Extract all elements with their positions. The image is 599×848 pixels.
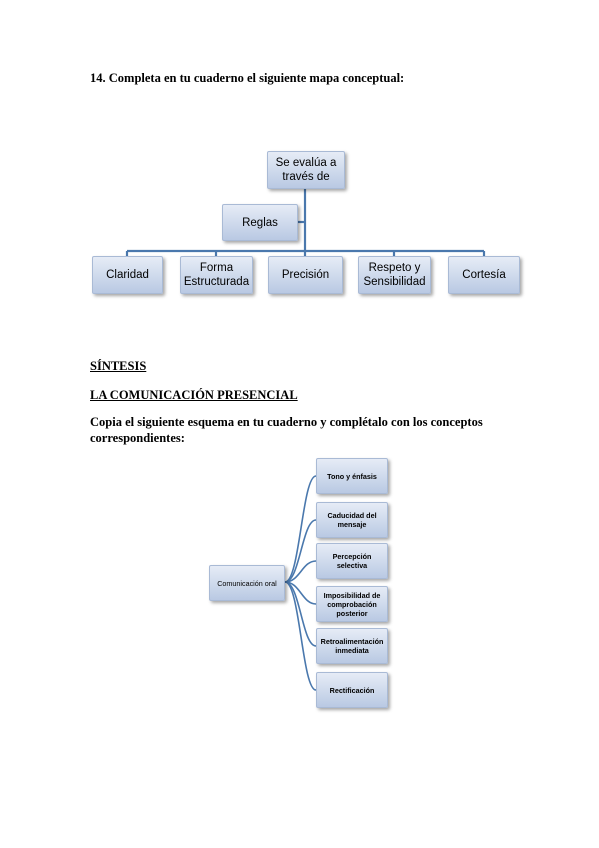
map2-branch-imposibilidad: Imposibilidad de comprobación posterior <box>316 586 388 622</box>
map2-root-node: Comunicación oral <box>209 565 285 601</box>
map2-branch-caducidad: Caducidad del mensaje <box>316 502 388 538</box>
map1-child-precision: Precisión <box>268 256 343 294</box>
map1-child-respeto: Respeto y Sensibilidad <box>358 256 431 294</box>
map2-branch-rectificacion: Rectificación <box>316 672 388 708</box>
exercise-title: 14. Completa en tu cuaderno el siguiente… <box>90 71 405 85</box>
map2-branch-retroalimentacion: Retroalimentación inmediata <box>316 628 388 664</box>
sintesis-instruction: Copia el siguiente esquema en tu cuadern… <box>90 415 483 445</box>
map1-reglas-node: Reglas <box>222 204 298 241</box>
sintesis-subheading: LA COMUNICACIÓN PRESENCIAL <box>90 388 298 402</box>
map1-child-forma: Forma Estructurada <box>180 256 253 294</box>
map1-top-node: Se evalúa a través de <box>267 151 345 189</box>
map2-branch-percepcion: Percepción selectiva <box>316 543 388 579</box>
map1-child-cortesia: Cortesía <box>448 256 520 294</box>
sintesis-heading: SÍNTESIS <box>90 359 147 373</box>
map2-branch-tono: Tono y énfasis <box>316 458 388 494</box>
map1-child-claridad: Claridad <box>92 256 163 294</box>
